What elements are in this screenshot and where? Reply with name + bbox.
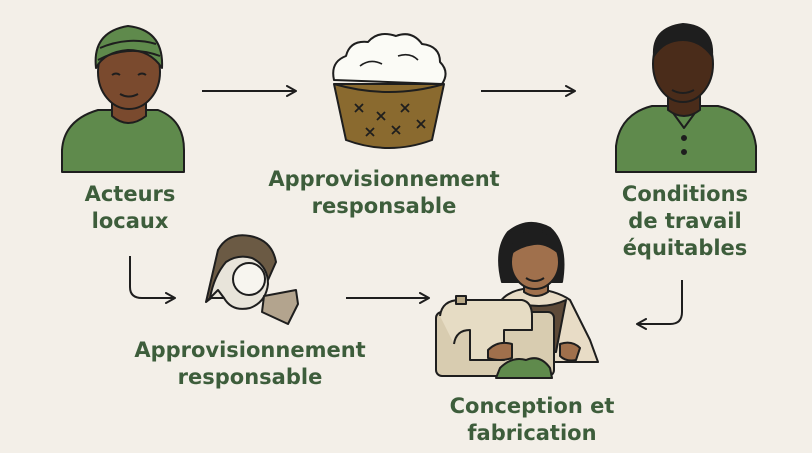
arrow-local-to-sourcing-bottom [129,256,176,304]
fabric-scarf-icon [205,234,299,325]
label-local-actors: Acteurs locaux [84,182,176,233]
label-sourcing-top: Approvisionnement responsable [268,167,500,218]
seamstress-sewing-machine-icon [435,221,599,379]
arrow-fair-work-to-design [636,280,683,330]
man-polo-icon [615,23,757,173]
woman-headwrap-icon [61,25,185,173]
label-design: Conception et fabrication [449,394,615,445]
label-sourcing-bottom: Approvisionnement responsable [134,338,366,389]
cotton-basket-icon [332,33,447,149]
label-fair-work: Conditions de travail équitables [621,182,749,260]
